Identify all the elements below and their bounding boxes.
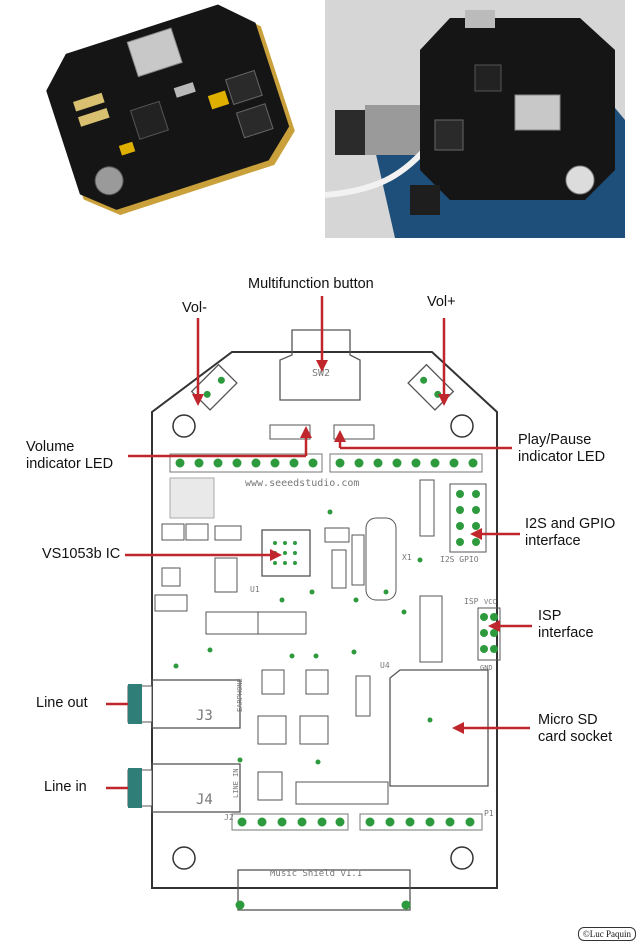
svg-text:I2S GPIO: I2S GPIO	[440, 555, 479, 564]
play-pause-led-footprint	[333, 424, 375, 440]
svg-text:ISP: ISP	[464, 597, 479, 606]
multifunction-button-footprint: SW2	[279, 329, 361, 401]
svg-text:J2: J2	[224, 813, 234, 822]
svg-text:J4: J4	[196, 792, 213, 808]
label-play-pause-led: Play/Pause indicator LED	[518, 432, 606, 465]
svg-text:Music Shield v1.1: Music Shield v1.1	[270, 869, 362, 879]
silk-url: www.seeedstudio.com	[245, 478, 359, 489]
label-isp: ISP interface	[538, 608, 594, 641]
crystal-footprint	[365, 517, 397, 601]
digital-header-left	[169, 453, 323, 473]
svg-text:GND: GND	[480, 664, 493, 672]
bottom-connector: Music Shield v1.1	[235, 869, 411, 911]
svg-text:J3: J3	[196, 708, 213, 724]
svg-text:EARPHONE: EARPHONE	[236, 678, 244, 712]
mount-hole	[172, 846, 196, 870]
label-volume-led: Volume indicator LED	[26, 439, 114, 472]
svg-text:U4: U4	[380, 661, 390, 670]
digital-header-right	[329, 453, 483, 473]
svg-text:VCC: VCC	[484, 598, 497, 606]
label-micro-sd: Micro SD card socket	[538, 712, 613, 745]
mount-hole	[172, 414, 196, 438]
credit-badge: ©Luc Paquin	[577, 927, 636, 941]
hatched-area	[169, 477, 215, 519]
passive-components	[154, 479, 443, 805]
vol-minus-button	[190, 363, 238, 411]
label-vol-plus: Vol+	[427, 294, 456, 310]
label-vol-minus: Vol-	[182, 300, 207, 316]
analog-header: P1	[359, 809, 494, 831]
line-in-plug	[128, 768, 142, 808]
svg-text:SW2: SW2	[312, 368, 330, 379]
board-outline	[151, 351, 498, 889]
power-header: J2	[224, 813, 349, 831]
i2s-gpio-header: I2S GPIO	[440, 483, 487, 564]
label-i2s-gpio: I2S and GPIO interface	[525, 516, 616, 549]
mount-hole	[450, 846, 474, 870]
svg-text:X1: X1	[402, 553, 412, 562]
label-vs1053b: VS1053b IC	[42, 546, 121, 562]
photo-board-angled	[20, 0, 310, 225]
svg-text:U1: U1	[250, 585, 260, 594]
photo-board-mounted	[325, 0, 625, 238]
line-out-plug	[128, 684, 142, 724]
label-multifunction-button: Multifunction button	[248, 276, 374, 292]
label-line-out: Line out	[36, 695, 88, 711]
mount-hole	[450, 414, 474, 438]
vias	[173, 509, 433, 765]
svg-text:LINE IN: LINE IN	[232, 768, 240, 798]
vs1053b-footprint: U1	[250, 529, 311, 594]
isp-header: ISP VCC GND	[464, 597, 501, 672]
volume-led-footprint	[269, 424, 311, 440]
svg-text:P1: P1	[484, 809, 494, 818]
label-line-in: Line in	[44, 779, 87, 795]
